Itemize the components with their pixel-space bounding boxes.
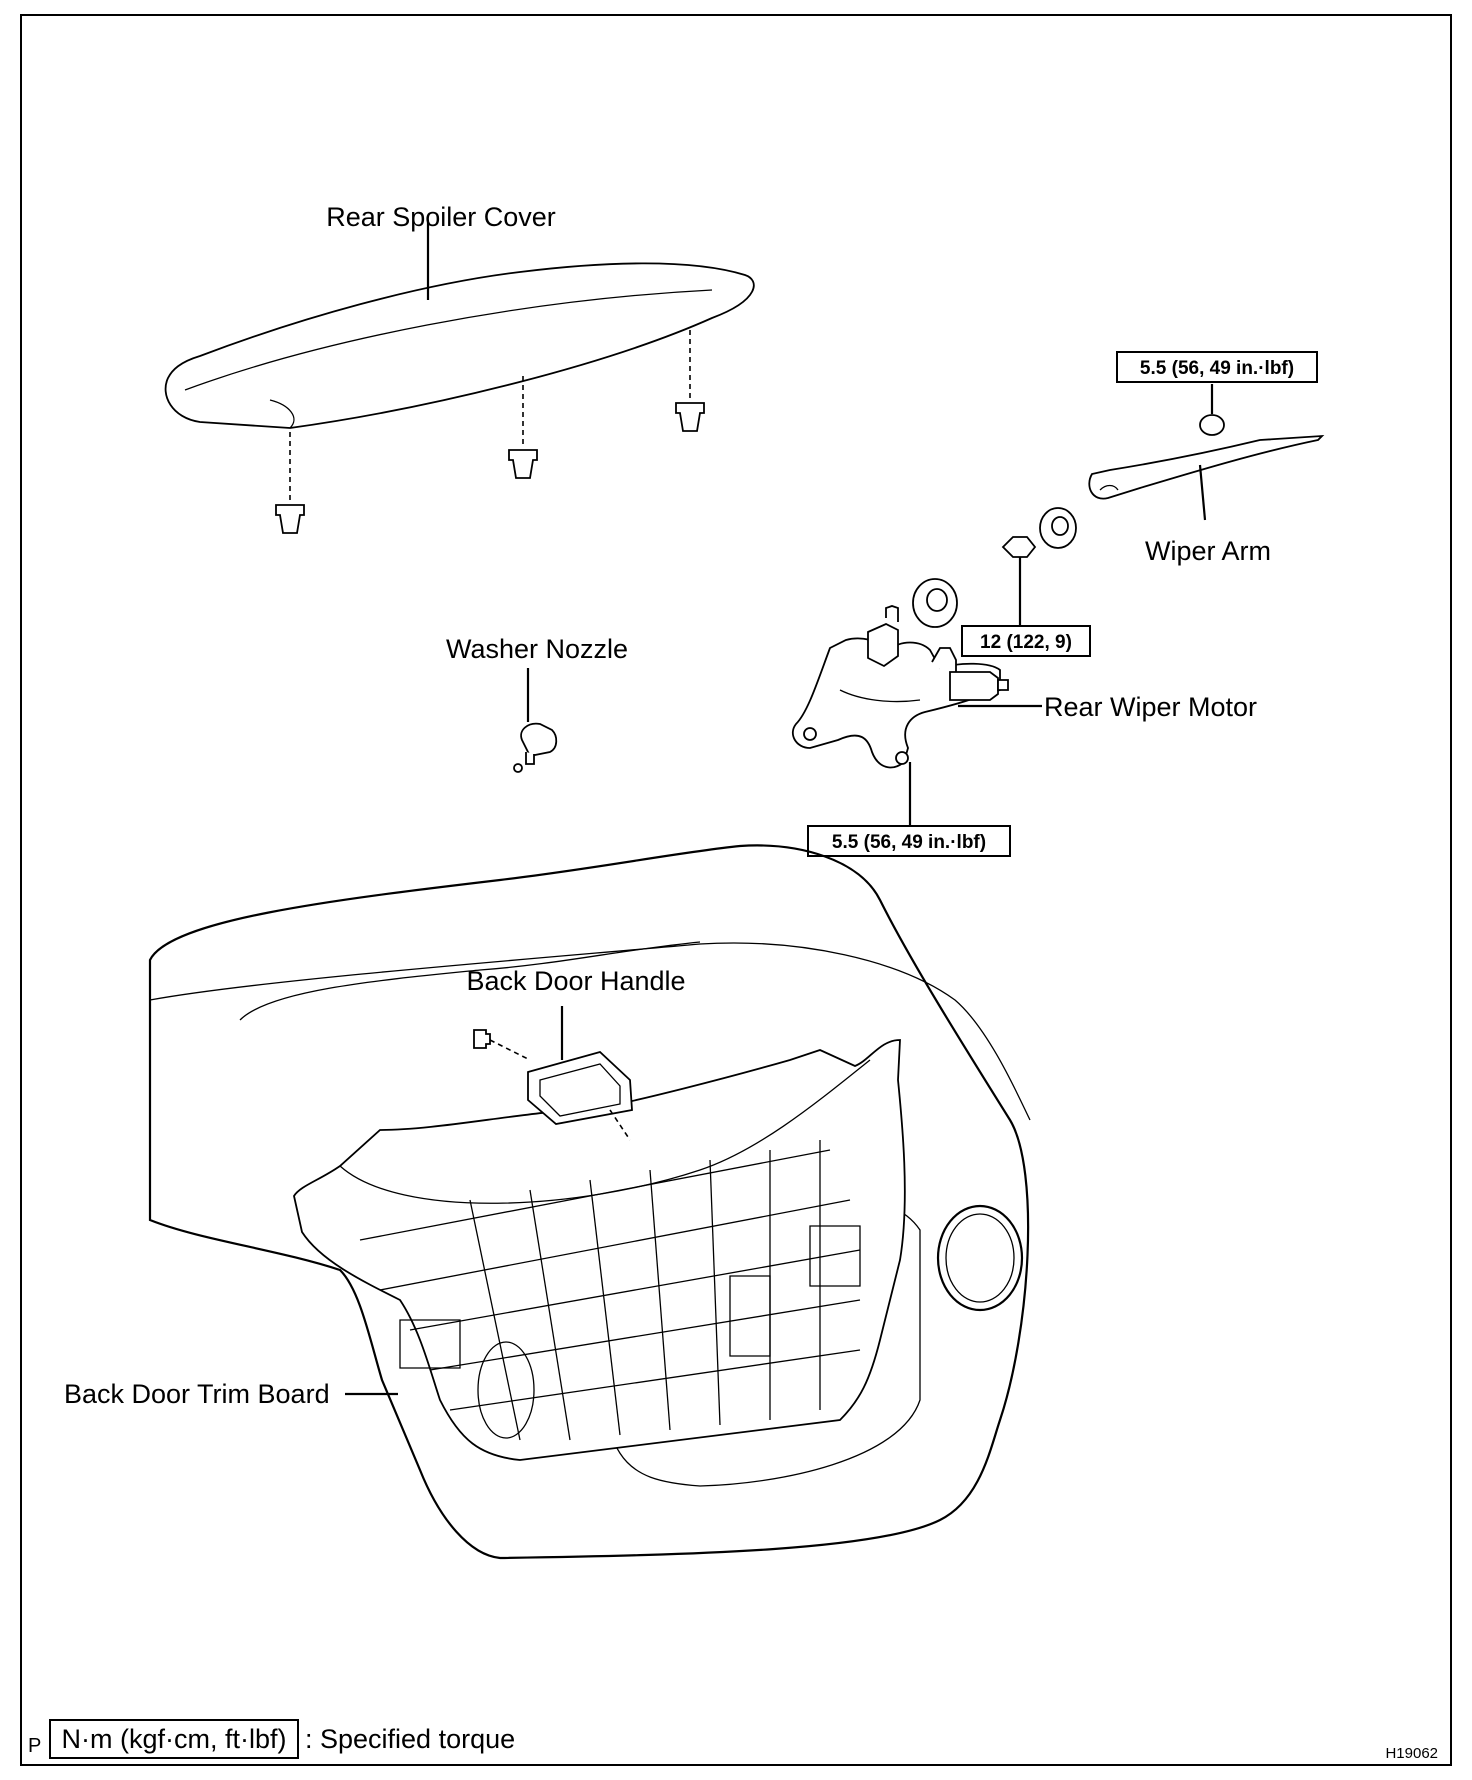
leader-wiper-arm (1198, 464, 1207, 521)
figure-id: H19062 (1385, 1745, 1438, 1762)
rear-spoiler-cover (164, 262, 755, 429)
back-door-handle (473, 1029, 633, 1141)
washer-nozzle (513, 722, 558, 773)
torque-motor-nut: 12 (122, 9) (980, 632, 1072, 653)
torque-box-wiper-arm (1116, 351, 1318, 383)
legend-specified-torque: : Specified torque (305, 1724, 515, 1754)
label-back-door-handle: Back Door Handle (466, 966, 685, 996)
spoiler-clips (275, 330, 705, 534)
torque-motor-bolt: 5.5 (56, 49 in.·lbf) (832, 832, 986, 853)
torque-box-motor-nut (961, 625, 1091, 657)
torque-box-motor-bolt (807, 825, 1011, 857)
back-door-trim-board (293, 1039, 906, 1461)
clip-3 (675, 402, 705, 432)
label-rear-wiper-motor: Rear Wiper Motor (1044, 692, 1257, 722)
rear-wiper-motor (791, 605, 1009, 769)
clip-2 (508, 449, 538, 479)
wiper-washers (912, 507, 1077, 628)
label-wiper-arm: Wiper Arm (1145, 536, 1271, 566)
label-rear-spoiler-cover: Rear Spoiler Cover (326, 202, 556, 232)
torque-wiper-arm-nut: 5.5 (56, 49 in.·lbf) (1140, 358, 1294, 379)
wiper-arm (1088, 414, 1325, 500)
legend-unit-text: N·m (kgf·cm, ft·lbf) (62, 1724, 287, 1754)
label-back-door-trim-board: Back Door Trim Board (64, 1379, 330, 1409)
diagram-frame (20, 14, 1452, 1766)
legend-unit-box (49, 1719, 299, 1759)
label-washer-nozzle: Washer Nozzle (446, 634, 628, 664)
back-door (148, 844, 1031, 1560)
legend-prefix: P (28, 1735, 41, 1757)
clip-1 (275, 504, 305, 534)
